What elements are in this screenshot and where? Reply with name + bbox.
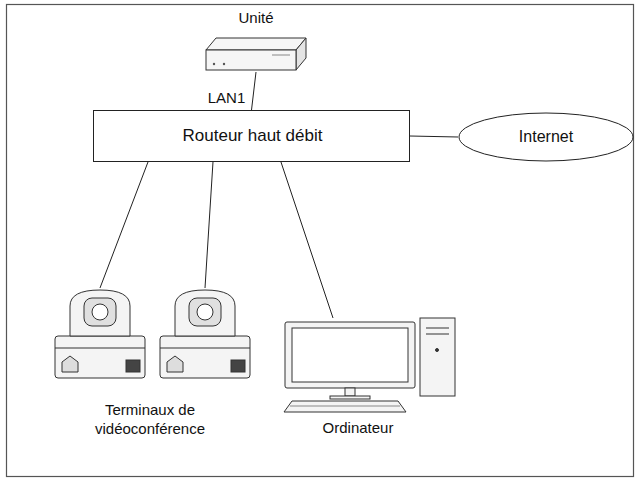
internet-ellipse: Internet xyxy=(458,112,634,162)
network-cable xyxy=(100,162,148,288)
network-cable xyxy=(205,162,213,288)
terminal-group: Terminaux de vidéoconférence xyxy=(40,288,260,450)
node-label: Routeur haut débit xyxy=(94,126,411,145)
node-label: Ordinateur xyxy=(278,418,438,437)
port-label: LAN1 xyxy=(208,89,246,107)
camera-symbol xyxy=(55,290,145,378)
unit-node: Unité xyxy=(200,8,312,72)
unit-device xyxy=(206,38,306,70)
camera-symbol xyxy=(160,290,250,378)
router-box: Routeur haut débit xyxy=(93,110,410,162)
outer-frame xyxy=(7,5,634,477)
node-label: Unité xyxy=(200,8,312,27)
network-cable xyxy=(281,162,333,318)
node-label: Internet xyxy=(458,127,634,146)
computer-node: Ordinateur xyxy=(278,318,458,438)
node-label: Terminaux de vidéoconférence xyxy=(75,400,225,438)
network-cable xyxy=(252,72,257,110)
computer-symbol xyxy=(284,318,455,412)
network-cable xyxy=(410,136,458,137)
